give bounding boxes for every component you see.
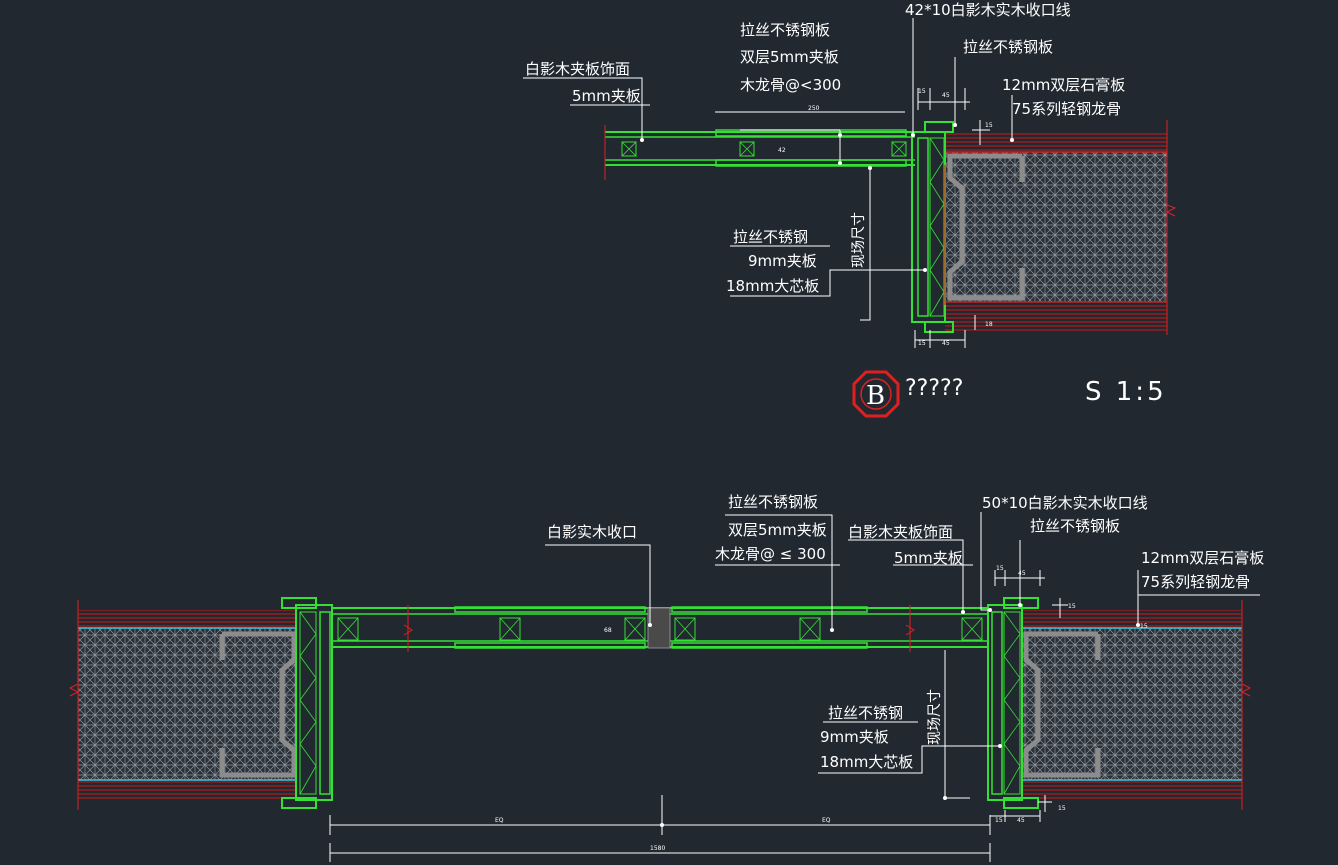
plan-right-wall [1022, 600, 1252, 810]
dim-15c: 15 [918, 340, 926, 347]
label-trim-50x10: 50*10白影木实木收口线 [982, 494, 1148, 512]
plan-left-jamb [281, 597, 333, 809]
dim-15d: 15 [1068, 603, 1076, 610]
label-brushed-ss: 拉丝不锈钢 [733, 228, 808, 246]
dim-eq-left: EQ [495, 817, 504, 824]
label-brushed-ss-plate-2: 拉丝不锈钢板 [1030, 517, 1120, 535]
detail-scale: S 1:5 [1085, 377, 1167, 407]
label-brushed-ss: 拉丝不锈钢 [828, 704, 903, 722]
plan-door-leaves [332, 605, 988, 652]
plan-right-jamb [987, 597, 1039, 809]
plan-bottom: 拉丝不锈钢板 双层5mm夹板 木龙骨@ ≤ 300 白影实木收口 50*10白影… [68, 493, 1264, 862]
detail-b-jamb [911, 121, 954, 333]
dim-45a: 45 [942, 92, 950, 99]
dim-18: 18 [985, 321, 993, 328]
label-plywood-5mm: 5mm夹板 [572, 87, 641, 105]
dim-45b: 45 [942, 340, 950, 347]
label-double-5mm-plywood: 双层5mm夹板 [740, 48, 839, 66]
label-blockboard-18mm: 18mm大芯板 [820, 753, 913, 771]
detail-b-leaders [523, 18, 1013, 348]
label-steel-keel-75: 75系列轻钢龙骨 [1141, 573, 1250, 591]
detail-b: 42*10白影木实木收口线 拉丝不锈钢板 双层5mm夹板 木龙骨@<300 拉丝… [523, 1, 1177, 418]
dim-15b: 15 [985, 122, 993, 129]
label-steel-keel-75: 75系列轻钢龙骨 [1012, 100, 1121, 118]
label-wood-keel: 木龙骨@<300 [740, 76, 841, 94]
dim-42: 42 [778, 147, 786, 154]
label-wood-keel: 木龙骨@ ≤ 300 [715, 545, 826, 563]
detail-b-dots [640, 123, 1014, 272]
label-veneer-face: 白影木夹板饰面 [525, 60, 630, 78]
label-veneer-face: 白影木夹板饰面 [848, 523, 953, 541]
detail-title: ????? [905, 376, 963, 401]
label-plywood-9mm: 9mm夹板 [748, 252, 817, 270]
dim-15e: 15 [1140, 623, 1148, 630]
label-brushed-ss-plate: 拉丝不锈钢板 [728, 493, 818, 511]
dim-eq-right: EQ [822, 817, 831, 824]
label-site-dimension: 现场尺寸 [851, 212, 867, 268]
dim-45a: 45 [1017, 817, 1025, 824]
label-plywood-5mm: 5mm夹板 [894, 549, 963, 567]
dim-68: 68 [604, 627, 612, 634]
detail-b-door-leaf [604, 125, 915, 180]
label-brushed-ss-plate-2: 拉丝不锈钢板 [963, 38, 1053, 56]
dim-total: 1580 [650, 845, 665, 852]
marker-letter: B [866, 381, 885, 411]
dim-15b: 15 [1058, 805, 1066, 812]
dim-15a: 15 [918, 88, 926, 95]
label-double-5mm-plywood: 双层5mm夹板 [728, 521, 827, 539]
detail-marker-b: B [852, 370, 900, 418]
label-brushed-ss-plate: 拉丝不锈钢板 [740, 21, 830, 39]
label-blockboard-18mm: 18mm大芯板 [726, 277, 819, 295]
dim-15a: 15 [995, 817, 1003, 824]
plan-dots [648, 603, 1140, 827]
dim-15c: 15 [996, 565, 1004, 572]
label-gypsum-12mm: 12mm双层石膏板 [1002, 76, 1125, 94]
dim-250: 250 [808, 105, 820, 112]
label-solid-wood-edge: 白影实木收口 [547, 523, 637, 541]
dim-45b: 45 [1018, 570, 1026, 577]
label-site-dimension: 现场尺寸 [927, 689, 943, 745]
detail-b-wall [945, 120, 1177, 335]
plan-left-wall [68, 600, 297, 810]
label-plywood-9mm: 9mm夹板 [820, 728, 889, 746]
label-gypsum-12mm: 12mm双层石膏板 [1141, 549, 1264, 567]
label-trim-42x10: 42*10白影木实木收口线 [905, 1, 1071, 19]
